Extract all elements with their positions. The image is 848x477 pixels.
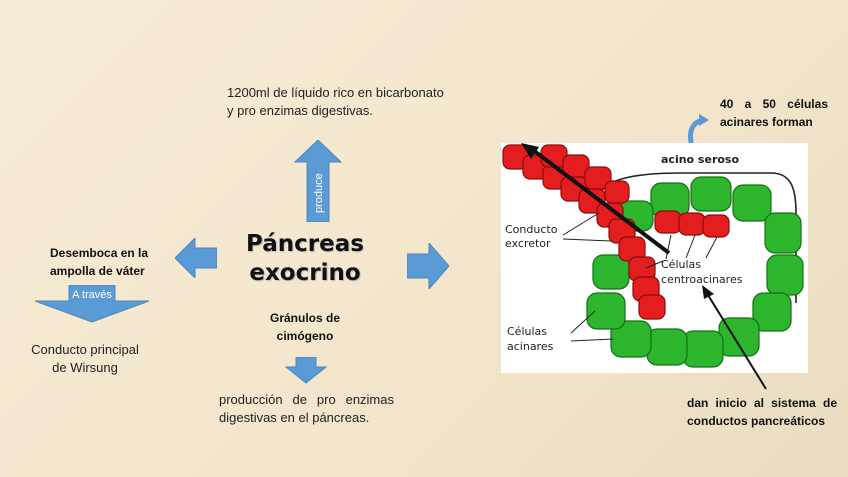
cells-line-1: 40 a 50 células (720, 97, 828, 111)
bottom-description: producción de pro enzimas digestivas en … (219, 391, 394, 427)
title-line-2: exocrino (249, 260, 361, 286)
duct-arrow (527, 145, 671, 255)
granules-line-2: cimógeno (276, 329, 334, 343)
centro-line-2: centroacinares (661, 273, 743, 286)
granules-line-1: Gránulos de (269, 311, 340, 325)
left-description: Desemboca en la ampolla de váter (50, 244, 160, 280)
duct-description: Conducto principal de Wirsung (20, 341, 150, 377)
granules-label: Gránulos de cimógeno (250, 309, 360, 345)
conducto-line-1: Conducto (505, 223, 558, 236)
acinares-line-2: acinares (507, 340, 554, 353)
top-text-line-2: y pro enzimas digestivas. (227, 103, 373, 118)
cells-line-2: acinares forman (720, 115, 813, 129)
duct-text-line-1: Conducto principal (31, 342, 139, 357)
bottom-text-line-2: digestivas en el páncreas. (219, 410, 370, 425)
arrow-to-ducts (702, 285, 767, 390)
curved-arrow-icon (688, 114, 709, 144)
duct-system-line-1: dan inicio al sistema de (687, 396, 837, 410)
a-traves-label: A través (72, 289, 112, 301)
duct-cells (502, 144, 730, 320)
left-text-line-1: Desemboca en la (50, 246, 149, 260)
bottom-text-line-1: producción de pro enzimas (219, 392, 394, 407)
centro-line-1: Células (661, 258, 701, 271)
arrow-right (407, 243, 449, 289)
duct-system-label: dan inicio al sistema de conductos pancr… (687, 394, 837, 430)
main-title: Páncreas exocrino (230, 230, 380, 288)
duct-text-line-2: de Wirsung (52, 360, 118, 375)
top-text-line-1: 1200ml de líquido rico en bicarbonato (227, 85, 444, 100)
conducto-line-2: excretor (505, 237, 551, 250)
arrow-left (175, 238, 217, 278)
acino-seroso-label: acino seroso (661, 153, 739, 166)
arrow-down-a-traves: A través (34, 285, 150, 323)
arrow-up-produce: produce (293, 140, 343, 222)
cells-count-label: 40 a 50 células acinares forman (720, 95, 828, 131)
acinares-line-1: Células (507, 325, 547, 338)
acinar-cells (586, 176, 804, 368)
top-description: 1200ml de líquido rico en bicarbonato y … (227, 84, 457, 120)
acinus-diagram: acino seroso (501, 143, 808, 373)
left-text-line-2: ampolla de váter (50, 264, 145, 278)
produce-label: produce (313, 173, 325, 213)
title-line-1: Páncreas (246, 231, 364, 257)
duct-system-line-2: conductos pancreáticos (687, 414, 826, 428)
arrow-down-bottom (285, 357, 327, 384)
